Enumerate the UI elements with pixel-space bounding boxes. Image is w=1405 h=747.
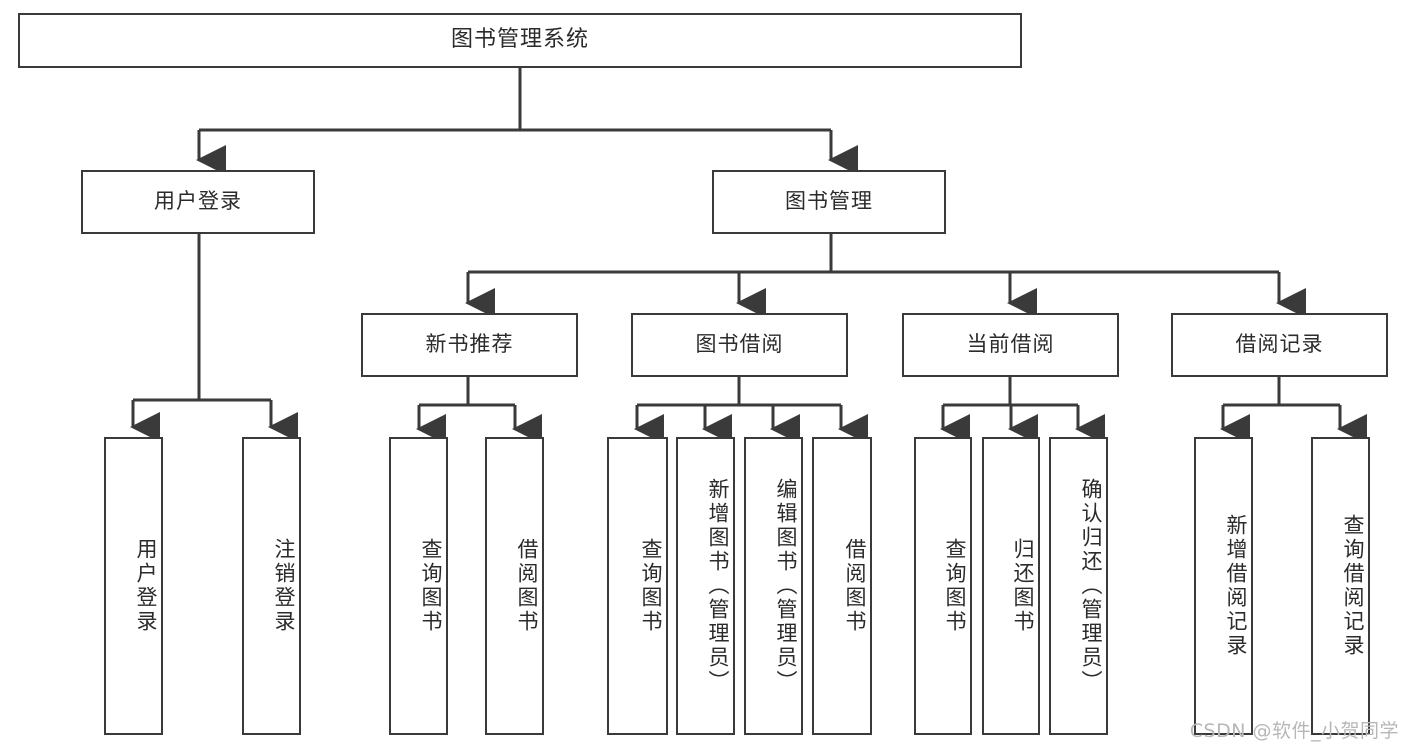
leaf-book-borrow-query[interactable]: 查询图书 [607, 437, 668, 735]
node-label: 图书借阅 [695, 332, 784, 357]
csdn-watermark: CSDN @软件_小贺同学 [1189, 720, 1399, 742]
node-borrow-record[interactable]: 借阅记录 [1171, 313, 1388, 377]
node-label: 查询借阅记录 [1341, 514, 1365, 658]
node-label: 当前借阅 [966, 332, 1055, 357]
leaf-current-borrow-query[interactable]: 查询图书 [914, 437, 972, 735]
node-label: 借阅图书 [843, 538, 867, 634]
leaf-book-borrow-add[interactable]: 新增图书（管理员） [676, 437, 735, 735]
node-label: 查询图书 [943, 538, 967, 634]
node-label: 归还图书 [1011, 538, 1035, 634]
leaf-new-book-borrow[interactable]: 借阅图书 [485, 437, 544, 735]
node-label: 新书推荐 [425, 332, 514, 357]
leaf-current-borrow-confirm-return[interactable]: 确认归还（管理员） [1049, 437, 1108, 735]
node-label: 查询图书 [639, 538, 663, 634]
node-label: 借阅记录 [1235, 332, 1324, 357]
leaf-book-borrow-edit[interactable]: 编辑图书（管理员） [744, 437, 803, 735]
node-label: 编辑图书（管理员） [774, 478, 798, 694]
node-label: 新增借阅记录 [1224, 514, 1248, 658]
node-label: 图书管理系统 [450, 27, 589, 53]
node-label: 用户登录 [134, 538, 158, 634]
node-user-login[interactable]: 用户登录 [81, 170, 315, 234]
leaf-borrow-record-query[interactable]: 查询借阅记录 [1311, 437, 1370, 735]
node-label: 确认归还（管理员） [1079, 478, 1103, 694]
leaf-borrow-record-add[interactable]: 新增借阅记录 [1194, 437, 1253, 735]
leaf-current-borrow-return[interactable]: 归还图书 [982, 437, 1040, 735]
leaf-user-login-logout[interactable]: 注销登录 [242, 437, 301, 735]
node-label: 借阅图书 [515, 538, 539, 634]
leaf-new-book-query[interactable]: 查询图书 [389, 437, 448, 735]
node-book-management[interactable]: 图书管理 [712, 170, 946, 234]
node-label: 新增图书（管理员） [706, 478, 730, 694]
node-new-book-recommend[interactable]: 新书推荐 [361, 313, 578, 377]
node-book-borrow[interactable]: 图书借阅 [631, 313, 848, 377]
leaf-book-borrow-borrow[interactable]: 借阅图书 [812, 437, 872, 735]
node-label: 查询图书 [419, 538, 443, 634]
node-label: 用户登录 [154, 189, 242, 214]
node-label: 注销登录 [272, 538, 296, 634]
leaf-user-login-login[interactable]: 用户登录 [104, 437, 163, 735]
node-current-borrow[interactable]: 当前借阅 [902, 313, 1119, 377]
node-root-system[interactable]: 图书管理系统 [18, 13, 1022, 68]
node-label: 图书管理 [785, 189, 873, 214]
